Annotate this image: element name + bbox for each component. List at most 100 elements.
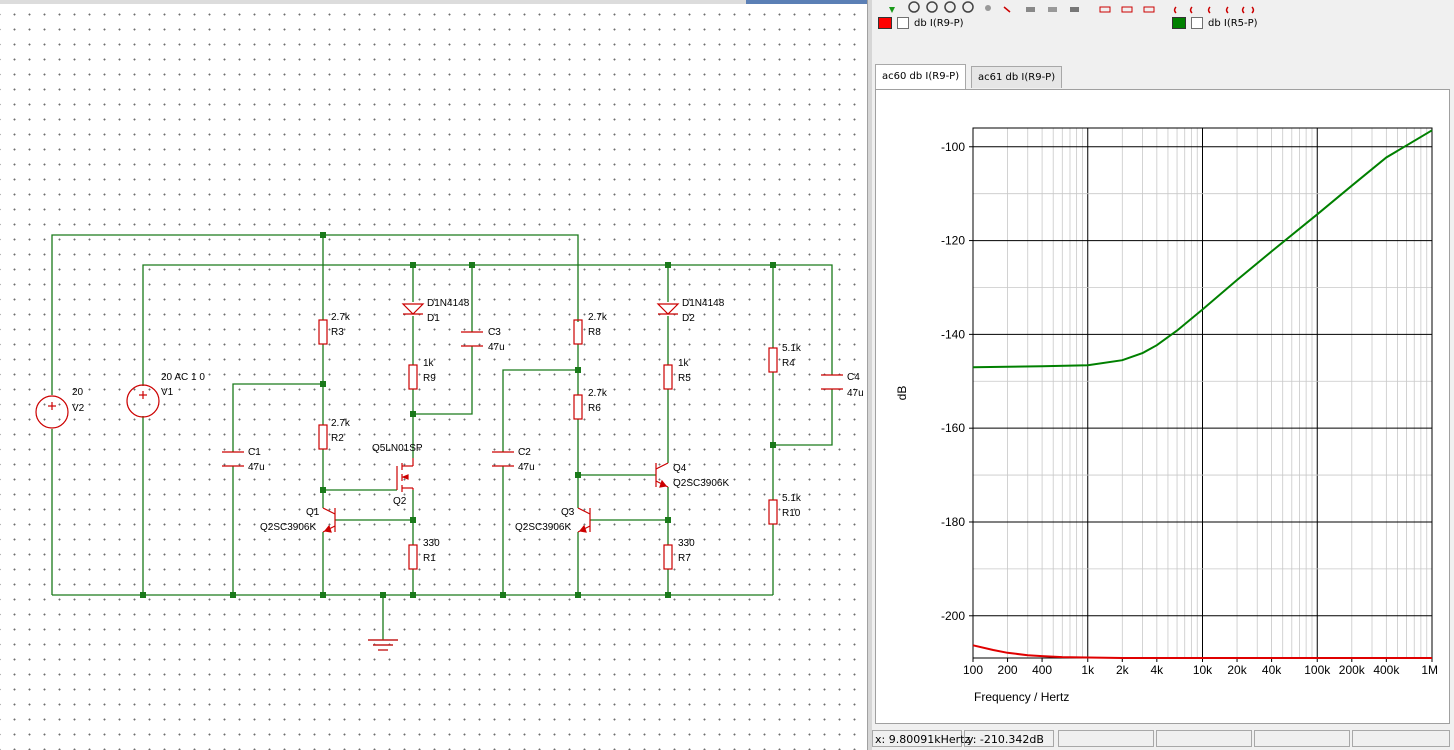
plot-tabs: ac60 db I(R9-P)ac61 db I(R9-P)	[872, 64, 1454, 89]
c2-capacitor[interactable]	[492, 451, 514, 467]
d1-ref: D1	[427, 313, 440, 324]
legend-label: db I(R5-P)	[1208, 17, 1258, 29]
c4-capacitor[interactable]	[821, 374, 843, 390]
add-grid-icon[interactable]	[1143, 6, 1155, 13]
legend-color-swatch[interactable]	[878, 17, 892, 29]
legend-label: db I(R9-P)	[914, 17, 964, 29]
r1-ref: R1	[423, 553, 436, 564]
q1-ref: Q1	[306, 507, 320, 518]
x-tick-label: 100	[963, 663, 983, 677]
add-axis-icon[interactable]	[1121, 6, 1133, 13]
cursor-range-icon[interactable]	[1241, 6, 1255, 14]
cursor-peak-icon[interactable]	[1225, 6, 1229, 14]
cursor-next-icon[interactable]	[1207, 6, 1211, 14]
r6-resistor[interactable]	[573, 394, 583, 420]
series-line-r9[interactable]	[972, 644, 1432, 659]
d2-value: D1N4148	[682, 298, 725, 309]
c1-capacitor[interactable]	[222, 451, 244, 467]
legend-checkbox[interactable]	[1191, 17, 1203, 29]
y-axis-ticks: -100-120-140-160-180-200	[941, 140, 973, 623]
r2-resistor[interactable]	[318, 424, 328, 450]
y-axis-label: dB	[895, 386, 909, 401]
legend-checkbox[interactable]	[897, 17, 909, 29]
circuit-drawing: 20 V2 20 AC 1 0 V1 C1 47u 2.7k R3 2.7k R…	[35, 232, 864, 651]
schematic-top-strip	[0, 0, 867, 4]
q4-value: Q2SC3906K	[673, 478, 729, 489]
r5-resistor[interactable]	[663, 364, 673, 390]
r6-value: 2.7k	[588, 388, 608, 399]
r2-value: 2.7k	[331, 418, 351, 429]
x-readout: x: 9.80091kHertz	[872, 730, 970, 747]
y-tick-label: -180	[941, 515, 965, 529]
d1-diode[interactable]	[401, 303, 425, 315]
panel-splitter[interactable]	[867, 0, 873, 750]
x-tick-label: 100k	[1304, 663, 1331, 677]
add-plot-icon[interactable]	[1099, 6, 1111, 13]
legend-item[interactable]: db I(R9-P)	[878, 16, 964, 30]
r1-resistor[interactable]	[408, 544, 418, 570]
cursor-prev-icon[interactable]	[1189, 6, 1193, 14]
r9-resistor[interactable]	[408, 364, 418, 390]
q2-mosfet[interactable]	[396, 458, 414, 492]
r3-value: 2.7k	[331, 312, 351, 323]
r5-value: 1k	[678, 358, 690, 369]
c3-value: 47u	[488, 342, 505, 353]
x-tick-label: 40k	[1262, 663, 1282, 677]
d2-diode[interactable]	[656, 303, 680, 315]
print-icon[interactable]	[1026, 7, 1035, 12]
status-cell-4	[1156, 730, 1252, 747]
r6-ref: R6	[588, 403, 601, 414]
marker-icon[interactable]	[985, 5, 991, 11]
schematic-canvas[interactable]: 20 V2 20 AC 1 0 V1 C1 47u 2.7k R3 2.7k R…	[0, 0, 867, 750]
c3-capacitor[interactable]	[461, 331, 483, 347]
r3-ref: R3	[331, 327, 344, 338]
v1-ref: V1	[161, 387, 174, 398]
export-icon[interactable]	[1070, 7, 1079, 12]
y-tick-label: -160	[941, 421, 965, 435]
r10-ref: R10	[782, 508, 801, 519]
ground-symbol[interactable]	[368, 639, 398, 651]
delete-trace-icon[interactable]	[1003, 6, 1011, 13]
c3-ref: C3	[488, 327, 501, 338]
r8-resistor[interactable]	[573, 319, 583, 345]
tab-ac60[interactable]: ac60 db I(R9-P)	[875, 64, 967, 89]
d2-ref: D2	[682, 313, 695, 324]
x-tick-label: 20k	[1227, 663, 1247, 677]
series-lines	[972, 129, 1433, 659]
v2-source-symbol[interactable]	[35, 395, 69, 429]
q4-transistor[interactable]	[655, 462, 669, 488]
zoom-area-icon[interactable]	[944, 1, 956, 13]
legend-color-swatch[interactable]	[1172, 17, 1186, 29]
r4-resistor[interactable]	[768, 347, 778, 373]
q3-transistor[interactable]	[577, 507, 591, 533]
tab-ac61[interactable]: ac61 db I(R9-P)	[971, 66, 1063, 88]
r10-resistor[interactable]	[768, 499, 778, 525]
x-tick-label: 400k	[1373, 663, 1400, 677]
zoom-fit-icon[interactable]	[962, 1, 974, 13]
legend-item[interactable]: db I(R5-P)	[1172, 16, 1258, 30]
x-tick-label: 200	[998, 663, 1018, 677]
r7-resistor[interactable]	[663, 544, 673, 570]
x-tick-label: 4k	[1150, 663, 1164, 677]
series-line-r5[interactable]	[972, 129, 1433, 369]
q1-transistor[interactable]	[322, 507, 336, 533]
c4-value: 47u	[847, 388, 864, 399]
r3-resistor[interactable]	[318, 319, 328, 345]
v2-ref: V2	[72, 403, 85, 414]
v1-source-symbol[interactable]	[126, 384, 160, 418]
junction-dots	[140, 232, 776, 598]
run-icon[interactable]	[889, 7, 895, 13]
status-cell-3	[1058, 730, 1154, 747]
d1-value: D1N4148	[427, 298, 470, 309]
q4-ref: Q4	[673, 463, 687, 474]
r1-value: 330	[423, 538, 440, 549]
zoom-out-icon[interactable]	[926, 1, 938, 13]
cursor-left-icon[interactable]	[1173, 6, 1177, 14]
zoom-in-icon[interactable]	[908, 1, 920, 13]
copy-icon[interactable]	[1048, 7, 1057, 12]
y-readout: y: -210.342dB	[964, 730, 1054, 747]
x-tick-label: 2k	[1116, 663, 1130, 677]
